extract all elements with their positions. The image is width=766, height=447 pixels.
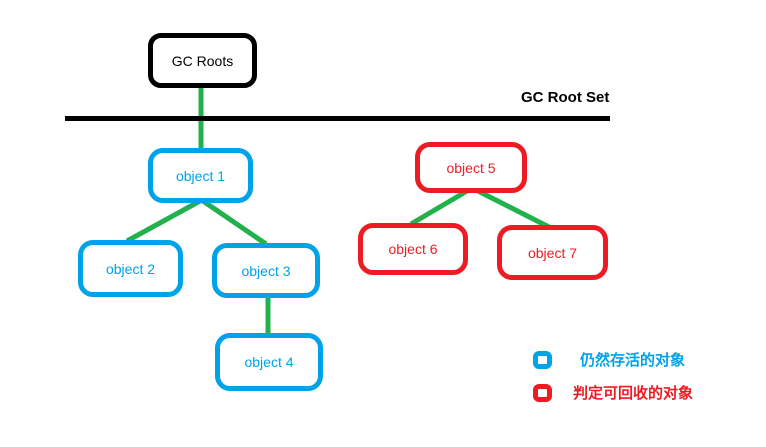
edge-object5-object6 <box>409 188 469 227</box>
legend-collectable-swatch-icon <box>533 383 552 402</box>
gc-root-set-divider <box>65 116 610 121</box>
node-object-4: object 4 <box>215 333 323 391</box>
node-object-7: object 7 <box>497 225 608 280</box>
node-object-3: object 3 <box>212 243 320 298</box>
legend-alive-label: 仍然存活的对象 <box>580 352 686 369</box>
legend-alive-swatch-icon <box>533 350 552 369</box>
edge-object1-object3 <box>201 198 268 247</box>
node-object-6: object 6 <box>358 223 468 275</box>
edge-object5-object7 <box>474 187 553 231</box>
node-object-5: object 5 <box>415 142 527 193</box>
node-object-2: object 2 <box>78 240 183 297</box>
legend-row-collectable: 判定可回收的对象 <box>533 382 693 403</box>
legend-collectable-label: 判定可回收的对象 <box>573 385 694 402</box>
node-object-1: object 1 <box>148 148 253 203</box>
edge-object1-object2 <box>125 198 202 244</box>
legend-row-alive: 仍然存活的对象 <box>533 349 685 370</box>
node-gc-roots: GC Roots <box>148 33 257 88</box>
gc-root-set-label: GC Root Set <box>521 89 610 106</box>
